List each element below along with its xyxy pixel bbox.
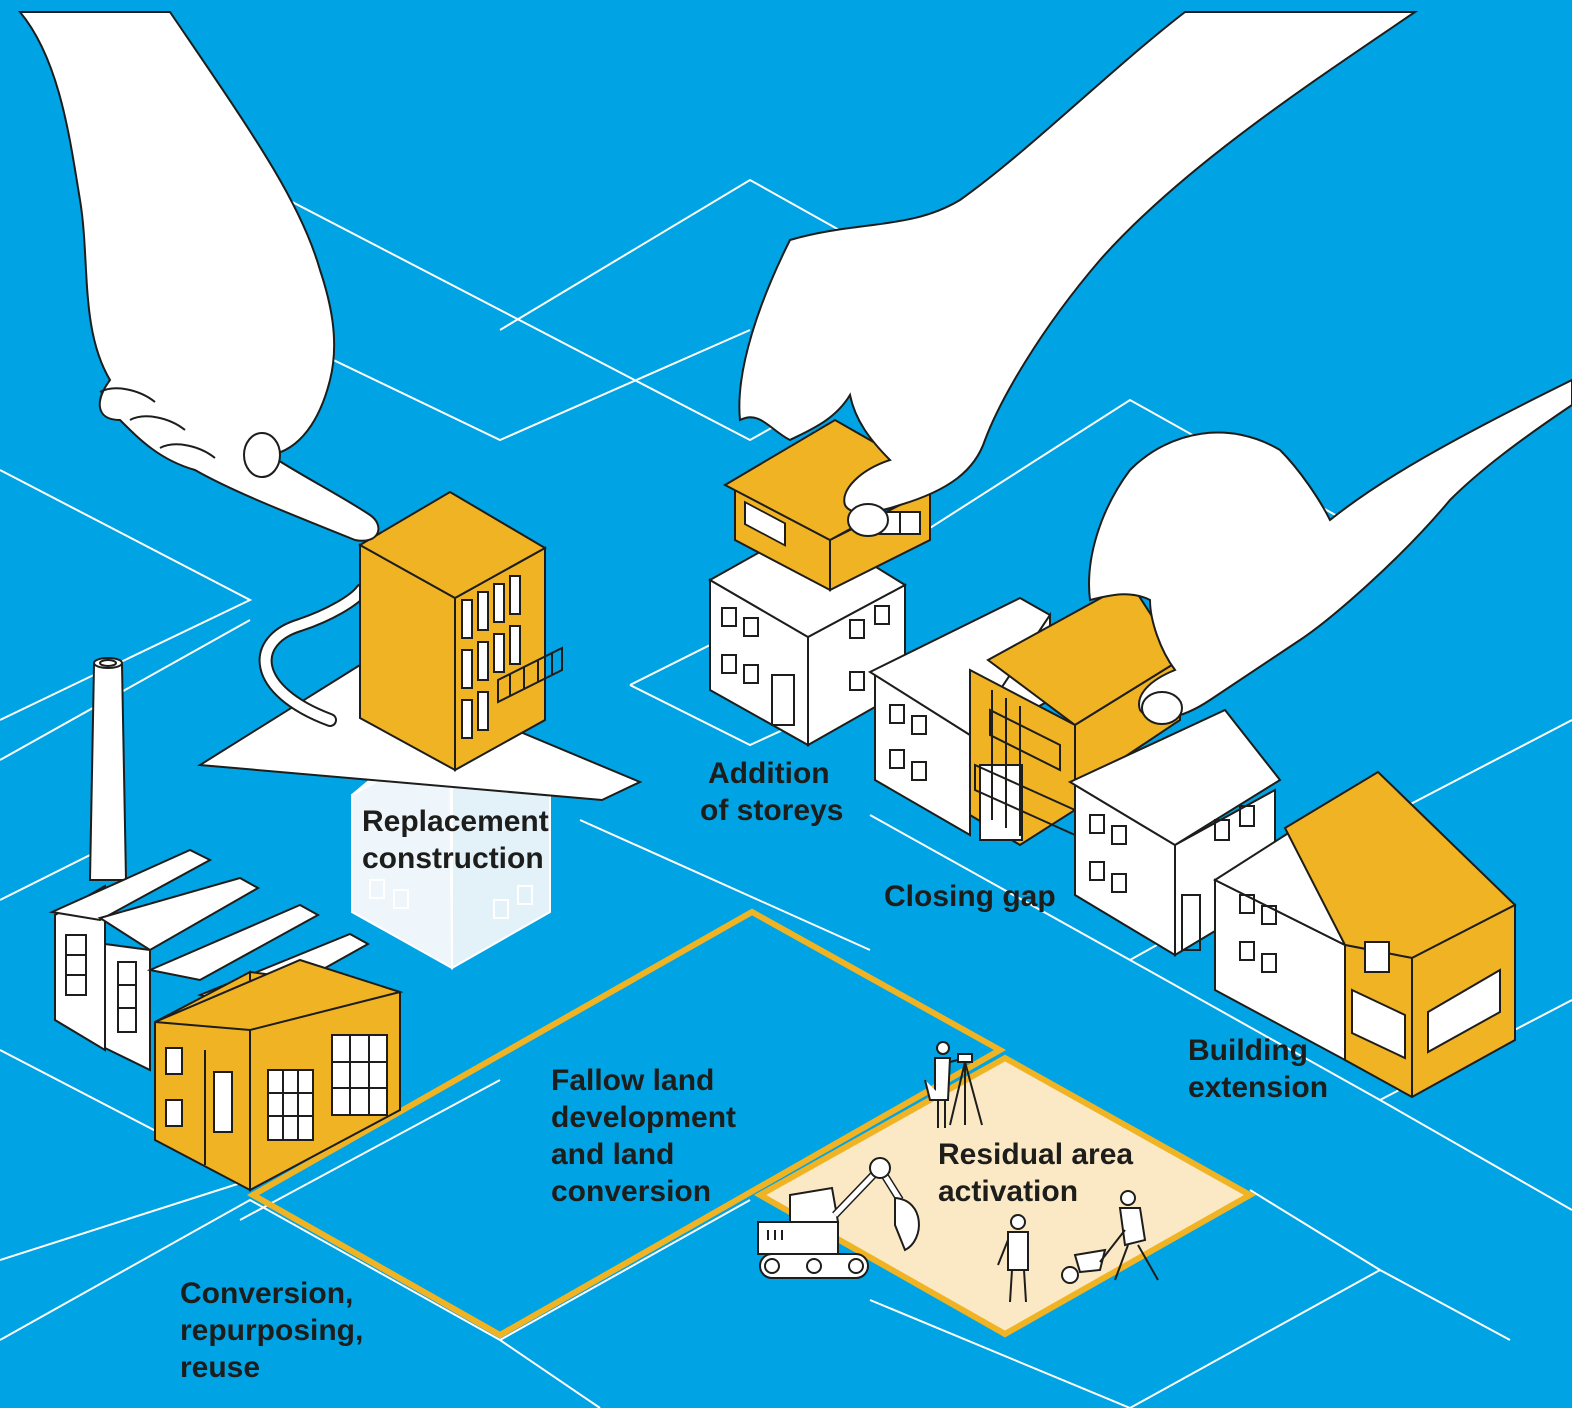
label-line: Closing gap <box>884 880 1056 913</box>
label-addition-of-storeys: Addition of storeys <box>700 755 843 829</box>
hand-placing-storey-icon <box>738 11 1419 537</box>
worker-icon <box>997 1214 1029 1303</box>
label-line: reuse <box>180 1351 261 1384</box>
label-line: Building <box>1188 1034 1308 1067</box>
label-line: activation <box>938 1175 1079 1208</box>
label-line: and land <box>551 1138 675 1171</box>
label-line: Replacement <box>362 805 549 838</box>
label-building-extension: Building extension <box>1188 1032 1328 1106</box>
surveyor-with-tripod-icon <box>924 1041 983 1128</box>
label-line: Fallow land <box>551 1064 715 1097</box>
label-line: Addition <box>708 757 830 790</box>
fallow-land-parcel <box>246 908 1007 1339</box>
label-line: construction <box>362 842 544 875</box>
label-conversion: Conversion, repurposing, reuse <box>180 1275 363 1386</box>
worker-with-wheelbarrow-icon <box>1061 1190 1159 1284</box>
label-line: development <box>551 1101 737 1134</box>
label-line: extension <box>1188 1071 1329 1104</box>
hand-inserting-house-icon <box>1088 378 1572 725</box>
label-line: repurposing, <box>180 1314 364 1347</box>
label-replacement-construction: Replacement construction <box>362 803 549 877</box>
label-closing-gap: Closing gap <box>884 878 1056 915</box>
gap-infill-house <box>969 580 1182 847</box>
extended-building <box>1212 770 1517 1099</box>
label-line: Residual area <box>938 1138 1134 1171</box>
residual-area-parcel <box>753 1054 1257 1338</box>
label-residual-area: Residual area activation <box>938 1136 1133 1210</box>
hand-with-trowel-icon <box>17 11 380 542</box>
label-line: Conversion, <box>180 1277 354 1310</box>
label-line: of storeys <box>700 794 844 827</box>
converted-building <box>154 958 404 1192</box>
excavator-icon <box>757 1157 920 1279</box>
label-line: conversion <box>551 1175 712 1208</box>
label-fallow-land: Fallow land development and land convers… <box>551 1062 736 1210</box>
replacement-building <box>357 490 563 772</box>
